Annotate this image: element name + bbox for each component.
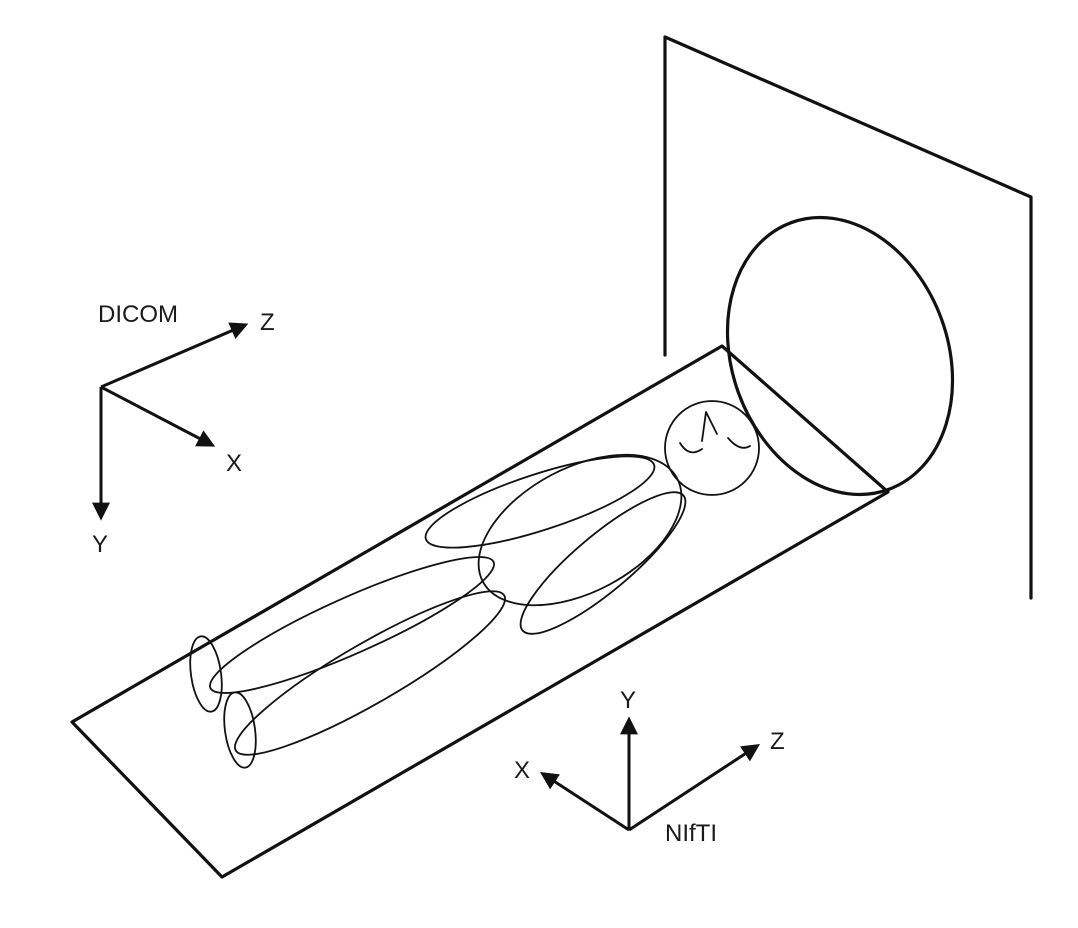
nifti-axis-x-arrow xyxy=(539,772,630,832)
nifti-axis-y-label: Y xyxy=(620,687,636,714)
nifti-axis-x-label: X xyxy=(514,757,530,784)
nifti-axis-z-arrow xyxy=(628,744,761,832)
scanner-bore xyxy=(725,215,955,497)
patient-figure xyxy=(189,400,760,769)
dicom-title: DICOM xyxy=(98,301,178,328)
nifti-axis-z-label: Z xyxy=(770,728,785,755)
nifti-title: NIfTI xyxy=(665,820,717,847)
dicom-axis-z-label: Z xyxy=(260,309,275,336)
dicom-axis-x-arrow xyxy=(100,385,216,447)
dicom-axis-y-label: Y xyxy=(92,531,108,558)
patient-eye-left-icon xyxy=(679,442,703,454)
patient-arm-lower xyxy=(519,491,687,635)
dicom-axes: DICOM Z X Y xyxy=(92,301,275,558)
patient-leg-lower xyxy=(234,590,506,756)
patient-table xyxy=(70,344,890,879)
patient-foot-lower xyxy=(223,691,257,769)
patient-nose-icon xyxy=(701,411,718,442)
patient-foot-upper xyxy=(189,635,223,713)
scanner-wall xyxy=(663,35,1033,600)
patient-torso xyxy=(477,453,683,607)
dicom-axis-x-label: X xyxy=(226,450,242,477)
nifti-axes: Y Z X NIfTI xyxy=(514,687,785,847)
patient-head xyxy=(664,400,760,496)
patient-arm-upper xyxy=(424,455,656,549)
patient-leg-upper xyxy=(209,556,495,694)
dicom-axis-z-arrow xyxy=(100,322,249,389)
patient-eye-right-icon xyxy=(727,437,751,449)
